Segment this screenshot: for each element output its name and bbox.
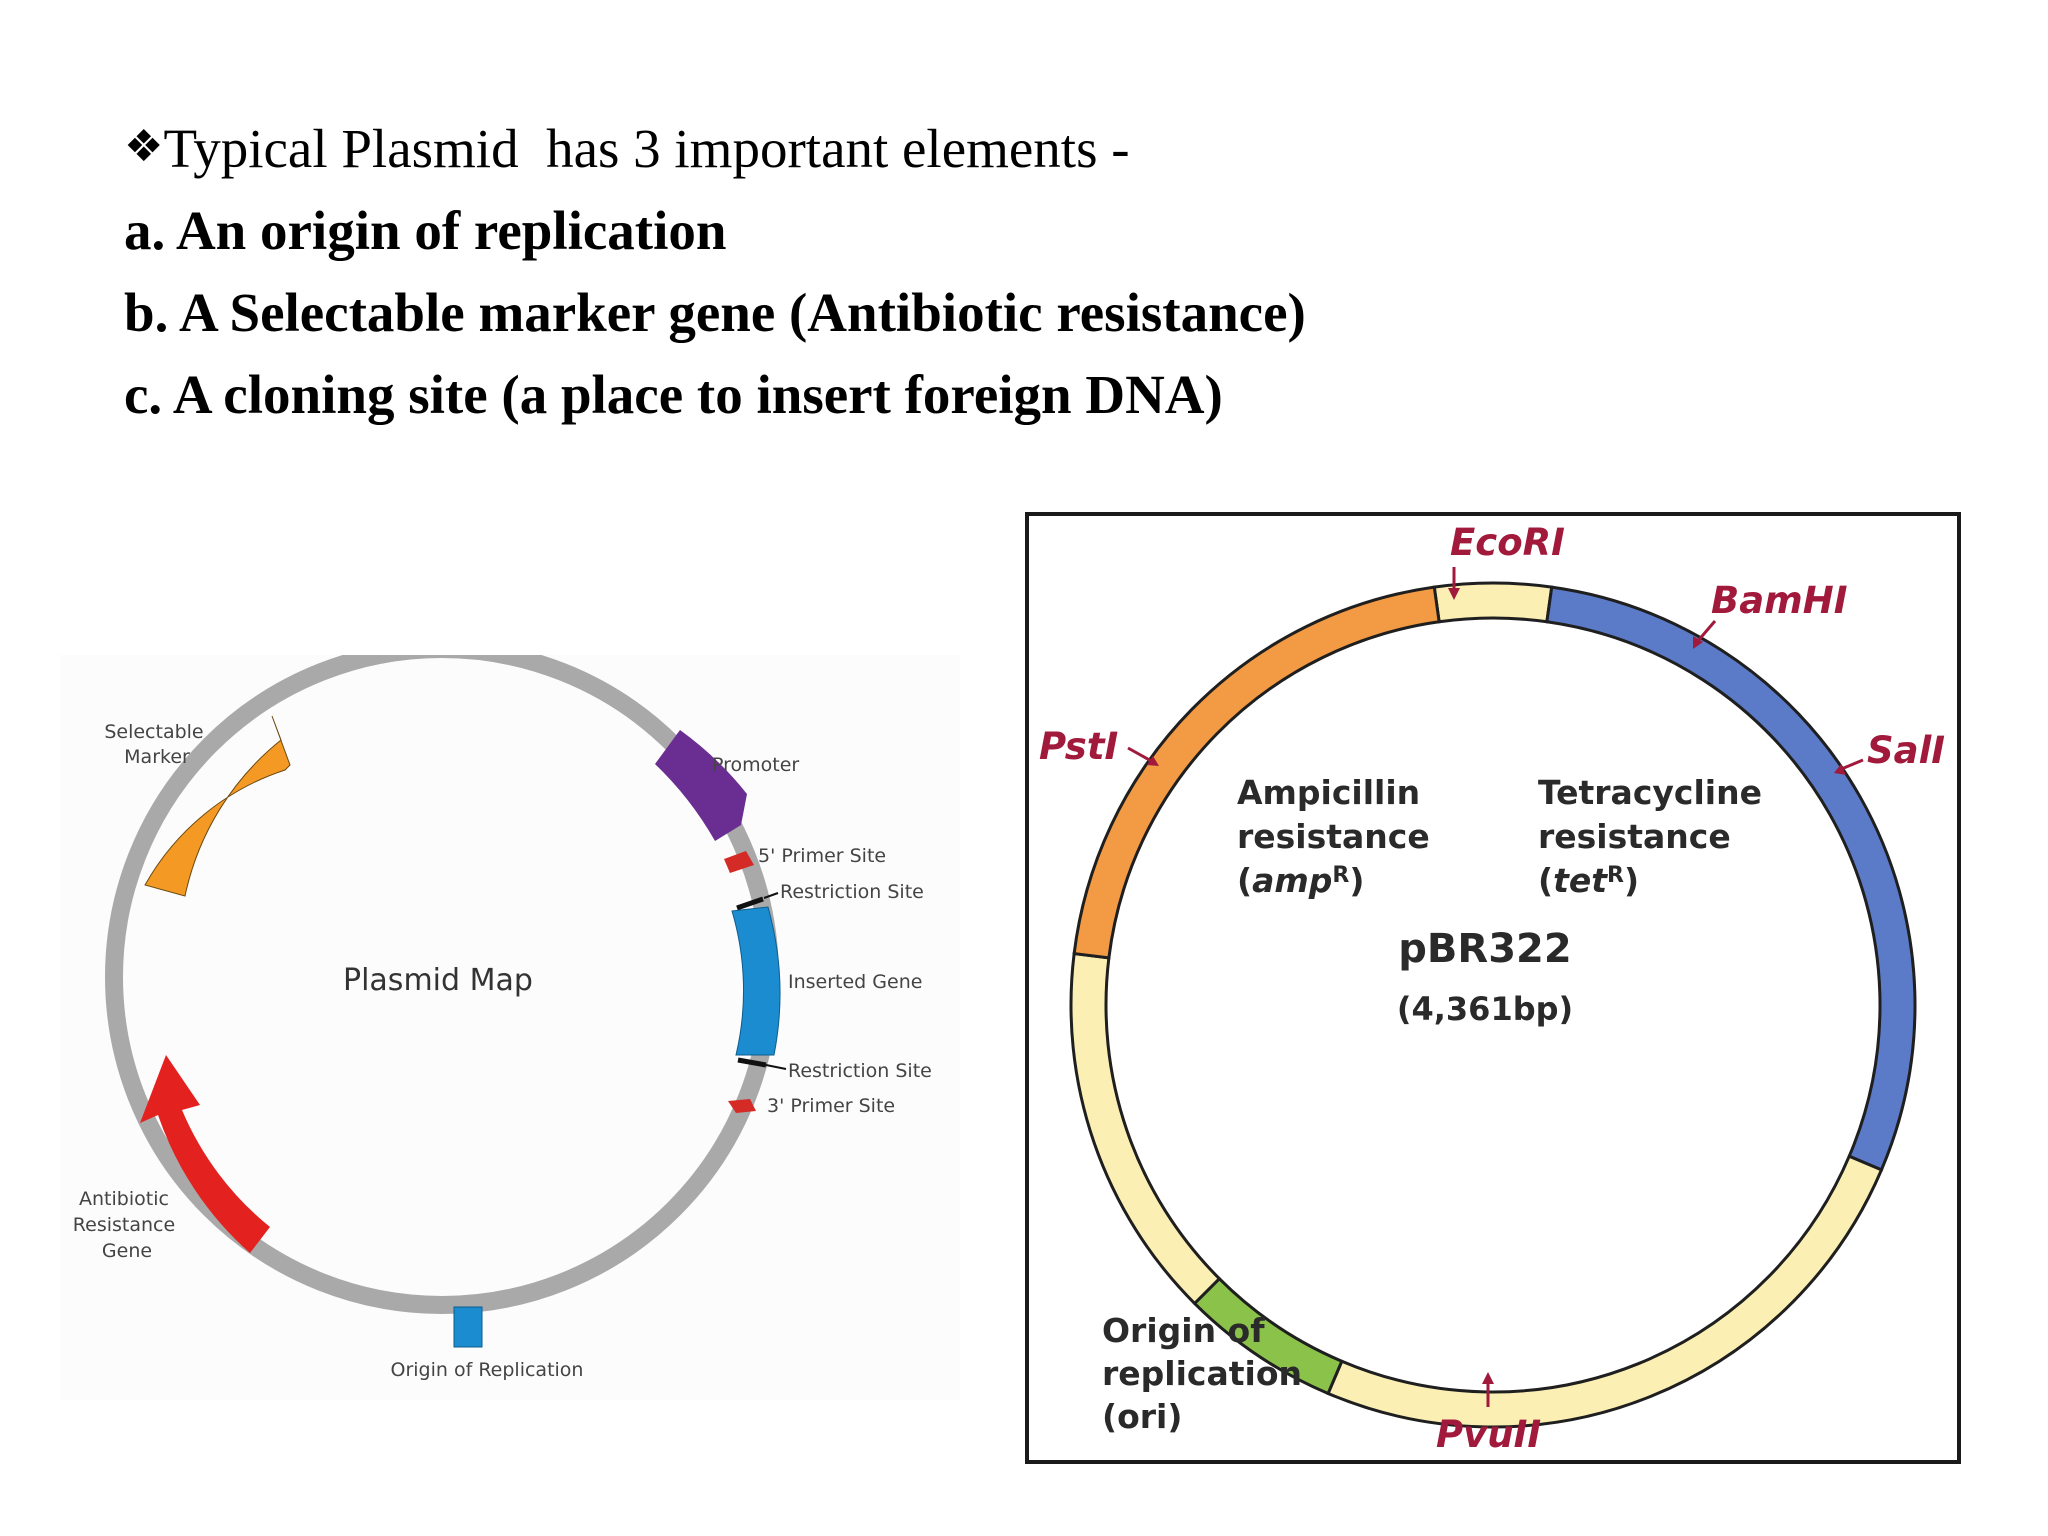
primer-5-label: 5' Primer Site	[758, 845, 886, 867]
tet-label-line2: resistance	[1538, 817, 1731, 856]
plasmid-map-diagram: Plasmid Map Selectable Marker Promoter 5…	[60, 640, 960, 1400]
selectable-marker-label-line2: Marker	[124, 746, 190, 768]
element-cloning-site: c. A cloning site (a place to insert for…	[124, 364, 1223, 425]
inserted-gene-segment	[731, 906, 781, 1056]
pbr322-frame	[1025, 512, 1961, 1464]
restriction-site-bottom-pointer	[765, 1064, 787, 1070]
psti-arrow	[1127, 746, 1159, 766]
inserted-gene-label: Inserted Gene	[788, 971, 922, 993]
pbr322-size: (4,361bp)	[1397, 990, 1573, 1028]
ecori-arrow	[1448, 567, 1460, 600]
slide-text: ❖Typical Plasmid has 3 important element…	[124, 106, 1306, 436]
promoter-label: Promoter	[712, 754, 799, 776]
pbr322-name: pBR322	[1398, 926, 1571, 972]
origin-of-replication-segment	[453, 1306, 483, 1348]
tet-open: (	[1538, 861, 1553, 900]
amp-label-line1: Ampicillin	[1237, 773, 1420, 812]
pvuii-arrow	[1482, 1372, 1494, 1407]
amp-label: Ampicillin resistance (ampR)	[1237, 773, 1441, 900]
origin-label: Origin of Replication	[391, 1359, 584, 1381]
four-diamond-bullet-icon: ❖	[124, 121, 164, 172]
restriction-site-top-pointer	[763, 892, 779, 899]
ecori-label: EcoRI	[1450, 521, 1565, 564]
selectable-marker-label-line1: Selectable	[104, 721, 203, 743]
primer-5-site-mark	[724, 851, 754, 873]
restriction-site-bottom-label: Restriction Site	[788, 1060, 932, 1082]
antibiotic-label: Antibiotic Resistance Gene	[73, 1188, 181, 1262]
antibiotic-label-line3: Gene	[102, 1240, 152, 1262]
promoter-segment	[655, 730, 747, 841]
heading: Typical Plasmid has 3 important elements…	[163, 118, 1130, 179]
bamhi-arrow	[1693, 620, 1717, 649]
antibiotic-label-line1: Antibiotic	[79, 1188, 169, 1210]
amp-label-line2: resistance	[1237, 817, 1430, 856]
tet-label: Tetracycline resistance (tetR)	[1538, 773, 1773, 900]
amp-open: (	[1237, 861, 1252, 900]
amp-gene: amp	[1252, 861, 1332, 900]
restriction-site-top-label: Restriction Site	[780, 881, 924, 903]
element-marker: b. A Selectable marker gene (Antibiotic …	[124, 282, 1306, 343]
ori-label-line2: replication	[1102, 1354, 1302, 1393]
restriction-site-mark-bottom	[737, 1057, 767, 1068]
backbone-segment-left	[1069, 951, 1222, 1306]
tet-gene: tet	[1553, 861, 1608, 900]
psti-label: PstI	[1039, 725, 1118, 768]
element-origin: a. An origin of replication	[124, 200, 727, 261]
selectable-marker-segment	[144, 715, 291, 897]
antibiotic-label-line2: Resistance	[73, 1214, 175, 1236]
plasmid-map-title: Plasmid Map	[343, 963, 533, 998]
primer-3-label: 3' Primer Site	[767, 1095, 895, 1117]
selectable-marker-label: Selectable Marker	[104, 721, 209, 768]
backbone-segment-lower-right	[1326, 1154, 1884, 1429]
tet-sup: R	[1607, 863, 1624, 888]
bamhi-label: BamHI	[1711, 579, 1847, 622]
amp-sup: R	[1332, 863, 1349, 888]
pbr322-ring	[1069, 581, 1917, 1429]
tet-close: )	[1624, 861, 1639, 900]
ori-label-line3: (ori)	[1102, 1397, 1182, 1436]
pvuii-label: PvuII	[1436, 1413, 1541, 1456]
antibiotic-resistance-segment	[140, 1055, 270, 1253]
restriction-site-mark-top	[736, 896, 764, 911]
sali-label: SalI	[1867, 729, 1945, 772]
ori-label-line1: Origin of	[1102, 1311, 1265, 1350]
ori-label: Origin of replication (ori)	[1102, 1311, 1313, 1436]
amp-resistance-segment	[1072, 585, 1441, 960]
amp-close: )	[1349, 861, 1364, 900]
sali-arrow	[1834, 758, 1864, 775]
primer-3-site-mark	[728, 1099, 756, 1113]
heading-line: ❖Typical Plasmid has 3 important element…	[124, 106, 1306, 190]
tet-label-line1: Tetracycline	[1538, 773, 1762, 812]
